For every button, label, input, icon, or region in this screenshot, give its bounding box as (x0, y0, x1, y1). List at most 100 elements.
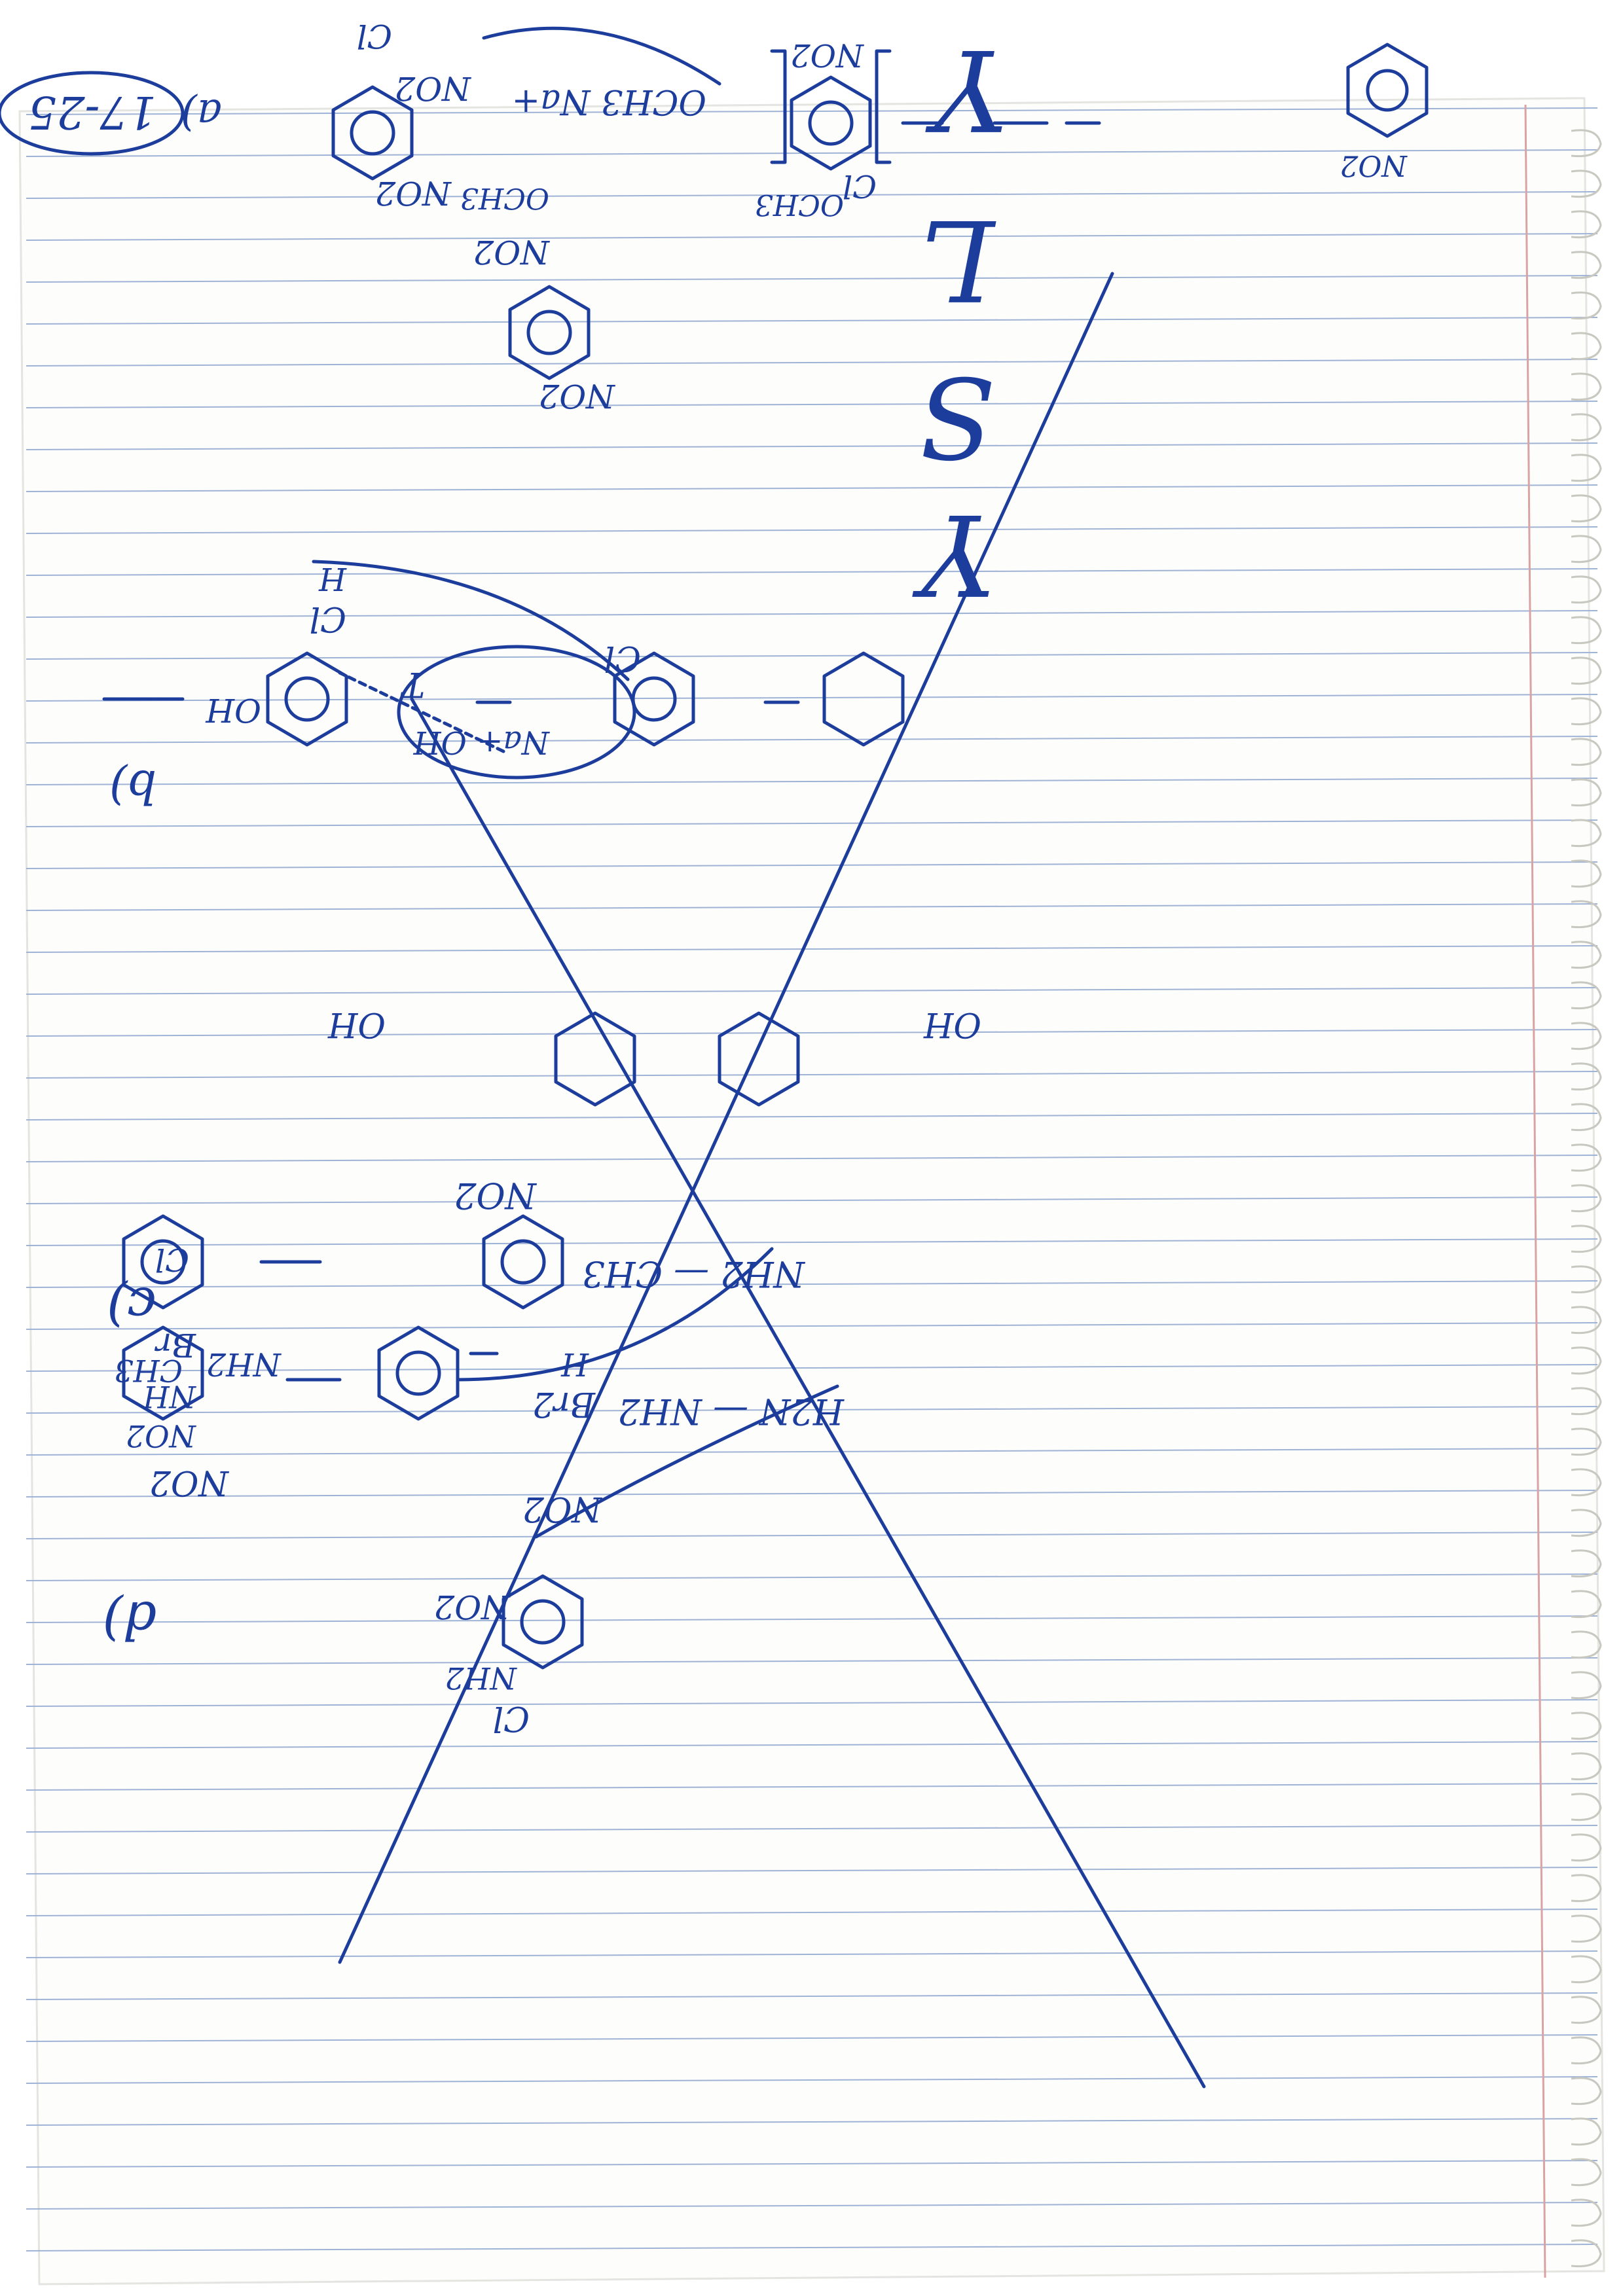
ruled-line (26, 2202, 1598, 2210)
spiral-hole (1571, 1793, 1602, 1821)
spiral-hole (1571, 1630, 1602, 1659)
ruled-line (26, 359, 1598, 367)
ruled-line (26, 1322, 1598, 1330)
spiral-hole (1571, 1509, 1602, 1537)
part-b-scheme: Cl H Na+ OH T Cl OH OH OH (102, 560, 981, 1107)
ruled-line (26, 401, 1598, 408)
spiral-hole (1571, 656, 1602, 685)
spiral-hole (1571, 1996, 1602, 2024)
part-a-res-och3: OCH3 (755, 188, 844, 221)
part-d-product-cl: Cl (155, 1241, 189, 1278)
ruled-line (26, 861, 1598, 869)
paper-sheet (18, 97, 1605, 2286)
ruled-line (26, 2034, 1598, 2042)
ruled-line (26, 568, 1598, 576)
ruled-line (26, 526, 1598, 534)
spiral-hole (1571, 1671, 1602, 1700)
ruled-line (26, 1909, 1598, 1916)
part-d-no2-2: NO2 (433, 1588, 511, 1626)
ruled-line (26, 149, 1598, 157)
spiral-tear-edge (1571, 129, 1602, 2268)
ruled-line (26, 2160, 1598, 2168)
part-a-label: a) (181, 90, 222, 138)
spiral-hole (1571, 1914, 1602, 1943)
ruled-line (26, 1867, 1598, 1874)
part-c-nh: NH (143, 1379, 196, 1414)
spiral-hole (1571, 1225, 1602, 1253)
part-a-no2-1: NO2 (394, 69, 471, 107)
ruled-line (26, 1238, 1598, 1246)
spiral-hole (1571, 251, 1602, 279)
ruled-line (26, 1615, 1598, 1623)
spiral-hole (1571, 1549, 1602, 1578)
spiral-hole (1571, 1427, 1602, 1456)
ruled-line (26, 1406, 1598, 1414)
title-letter-2: L (921, 194, 996, 324)
ruled-line (26, 1573, 1598, 1581)
spiral-hole (1571, 778, 1602, 807)
ruled-line (26, 736, 1598, 744)
spiral-hole (1571, 494, 1602, 523)
ruled-line (26, 903, 1598, 911)
part-c-br2: Br2 (532, 1384, 596, 1424)
spiral-hole (1571, 2077, 1602, 2106)
spiral-hole (1571, 291, 1602, 320)
spiral-hole (1571, 1833, 1602, 1862)
ruled-line (26, 945, 1598, 953)
spiral-hole (1571, 1590, 1602, 1619)
part-d-hydrazine: H2N — NH2 (617, 1391, 845, 1432)
spiral-hole (1571, 2036, 1602, 2065)
part-c-br: Br (154, 1326, 196, 1364)
part-c-no2: NO2 (454, 1175, 538, 1216)
ruled-line (26, 1448, 1598, 1456)
ruled-line (26, 1490, 1598, 1498)
ruled-line (26, 1992, 1598, 2000)
part-d-product-nh2: NH2 (206, 1346, 282, 1382)
title-handwriting: Y L S Y (912, 24, 1008, 619)
part-d-nh2: NH2 (445, 1660, 517, 1696)
spiral-hole (1571, 1062, 1602, 1091)
ruled-line (26, 191, 1598, 199)
spiral-hole (1571, 170, 1602, 198)
ruled-line (26, 652, 1598, 660)
part-b-h: H (318, 560, 347, 597)
part-b-left-oh: OH (922, 1005, 981, 1044)
title-letter-1: Y (925, 24, 1008, 154)
part-a-res-no2: NO2 (790, 37, 864, 73)
ruled-lines (26, 107, 1598, 2251)
part-a-och3: OCH3 (460, 181, 549, 215)
ruled-line (26, 1113, 1598, 1121)
part-d-product-no2-1: NO2 (149, 1463, 230, 1502)
margin-line (1524, 104, 1546, 2278)
part-b-oh: OH (205, 691, 261, 729)
spiral-hole (1571, 332, 1602, 361)
ruled-line (26, 1783, 1598, 1791)
spiral-hole (1571, 1143, 1602, 1172)
problem-label: 17-25 a) b) c) d) (0, 71, 222, 1651)
part-d-label: d) (103, 1590, 156, 1651)
ruled-line (26, 1825, 1598, 1833)
part-a-reagent: OCH3 Na+ (512, 82, 706, 121)
spiral-hole (1571, 1955, 1602, 1984)
cross-out-lines (338, 272, 1206, 2089)
part-d-cl: Cl (493, 1698, 530, 1738)
spiral-hole (1571, 1752, 1602, 1781)
ruled-line (26, 275, 1598, 283)
spiral-hole (1571, 1712, 1602, 1740)
ruled-line (26, 987, 1598, 995)
spiral-hole (1571, 1874, 1602, 1903)
part-a-cl: Cl (357, 17, 392, 55)
part-c-scheme: NO2 Br2 H NH2 — CH3 Br CH3 NH (114, 1175, 806, 1424)
spiral-hole (1571, 1306, 1602, 1335)
ruled-line (26, 2118, 1598, 2126)
spiral-hole (1571, 1387, 1602, 1416)
ruled-line (26, 1155, 1598, 1162)
spiral-hole (1571, 575, 1602, 604)
ruled-line (26, 442, 1598, 450)
spiral-hole (1571, 210, 1602, 239)
spiral-hole (1571, 535, 1602, 564)
spiral-hole (1571, 2198, 1602, 2227)
ruled-line (26, 233, 1598, 241)
